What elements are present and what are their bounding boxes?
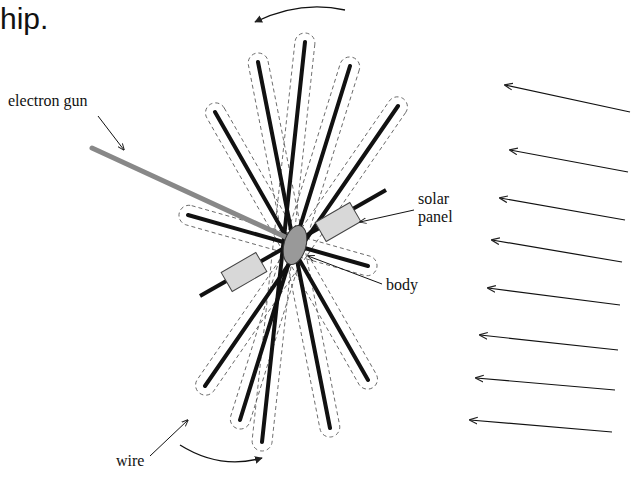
solar-wind-arrow <box>476 378 615 390</box>
leader-line <box>360 210 414 222</box>
wire-envelope <box>192 93 412 399</box>
solar-panel <box>221 252 267 291</box>
tether-wire <box>215 112 368 380</box>
solar-wind-arrow <box>470 420 612 432</box>
solar-wind-arrow <box>510 150 628 172</box>
tether-wire <box>205 106 398 386</box>
solar-panel <box>315 202 361 241</box>
wire-envelopes <box>177 32 412 452</box>
part-label: solar panel <box>418 190 478 225</box>
part-label: wire <box>116 452 144 470</box>
solar-wind-arrow <box>492 240 622 262</box>
wire-envelope <box>177 203 380 278</box>
solar-wind-arrow <box>500 198 625 220</box>
solar-wind-arrow <box>480 335 618 350</box>
page-fragment: hip. <box>0 2 48 35</box>
wire-envelope <box>228 54 362 431</box>
part-label: body <box>386 276 418 294</box>
leader-line <box>150 420 188 456</box>
leader-line <box>98 116 124 150</box>
solar-wind-arrow <box>505 85 630 112</box>
solar-wind-arrow <box>488 288 620 305</box>
wire-envelope <box>246 51 341 439</box>
rotation-arrow <box>180 445 262 462</box>
electron-gun <box>92 148 292 240</box>
rotation-arrow <box>255 7 345 22</box>
part-label: electron gun <box>8 92 88 110</box>
tether-wire <box>240 66 350 420</box>
spacecraft-body <box>279 223 311 267</box>
panel-rod <box>200 190 386 296</box>
leader-line <box>308 256 382 284</box>
